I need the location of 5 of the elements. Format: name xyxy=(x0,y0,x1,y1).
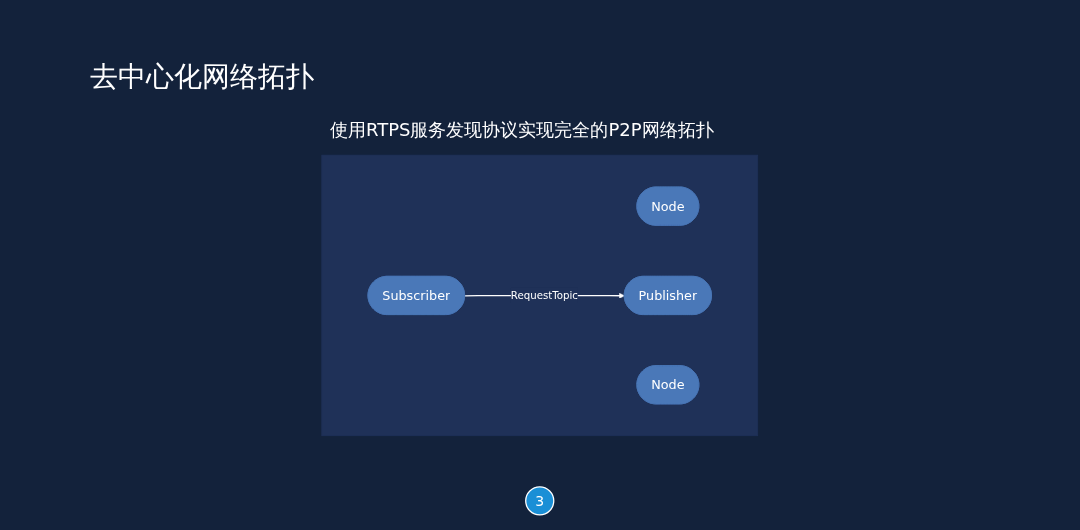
node-circle: 3 xyxy=(525,486,555,516)
subtitle-text: 使用RTPS服务发现协议实现完全的P2P网络拓扑 xyxy=(330,118,714,142)
cluster xyxy=(321,154,759,437)
slide-title: 去中心化网络拓扑 xyxy=(90,59,314,95)
edge-label: RequestTopic xyxy=(511,289,579,302)
